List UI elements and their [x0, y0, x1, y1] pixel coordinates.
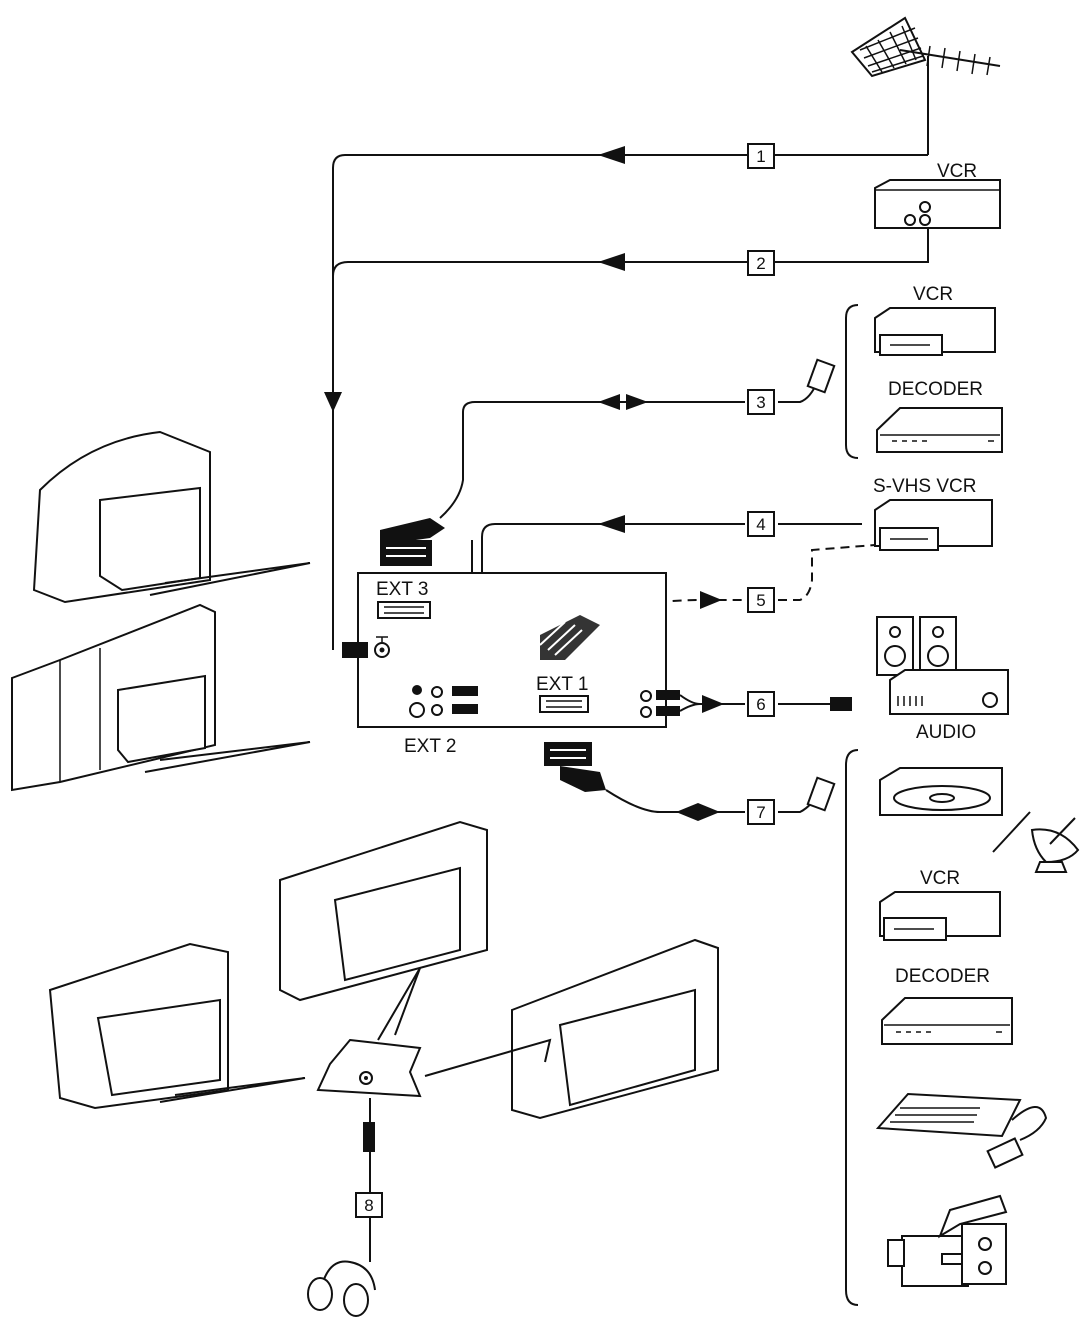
- vcr-ext1-label: VCR: [920, 868, 960, 889]
- vcr-antenna-label: VCR: [937, 161, 977, 182]
- scart-plug-icon: [380, 518, 445, 566]
- vcr-ext3-device: [874, 307, 996, 356]
- headphone-socket-panel: [316, 1038, 422, 1098]
- connection-number-8: 8: [355, 1192, 383, 1218]
- connection-number-6: 6: [747, 691, 775, 717]
- svg-text:2: 2: [756, 254, 765, 273]
- svhs-vcr-label: S-VHS VCR: [873, 476, 976, 497]
- cable-2: [332, 215, 929, 277]
- cable-1: [332, 146, 928, 650]
- svg-text:7: 7: [756, 803, 765, 822]
- decoder-ext1-label: DECODER: [895, 966, 990, 987]
- decoder-ext3-label: DECODER: [888, 379, 983, 400]
- headphones-icon: [307, 1260, 376, 1317]
- tv-icon: [11, 603, 311, 792]
- computer-keyboard-icon: [875, 1092, 1048, 1169]
- cable-8: [363, 1098, 375, 1262]
- speaker-icon: [876, 616, 957, 676]
- tv-icon: [32, 430, 311, 604]
- vcr-antenna-device: [874, 179, 1001, 229]
- svg-text:5: 5: [756, 591, 765, 610]
- cable-6: [679, 694, 852, 713]
- cable-7: [544, 742, 836, 821]
- connection-number-2: 2: [747, 250, 775, 276]
- cable-3: [439, 358, 836, 519]
- svg-text:3: 3: [756, 393, 765, 412]
- svg-text:1: 1: [756, 147, 765, 166]
- ext2-label: EXT 2: [404, 736, 456, 757]
- tv-icon: [424, 938, 719, 1120]
- laserdisc-icon: [879, 767, 1003, 816]
- amplifier-icon: [889, 669, 1009, 715]
- audio-label: AUDIO: [916, 722, 976, 743]
- connection-number-1: 1: [747, 143, 775, 169]
- slash-divider: [992, 811, 1031, 853]
- svg-text:8: 8: [364, 1196, 373, 1215]
- satellite-dish-icon: [1030, 817, 1080, 873]
- svg-text:4: 4: [756, 515, 765, 534]
- ext3-label: EXT 3: [376, 579, 428, 600]
- connection-number-7: 7: [747, 799, 775, 825]
- vcr-ext3-label: VCR: [913, 284, 953, 305]
- decoder-ext3-device: [876, 407, 1003, 453]
- connection-number-3: 3: [747, 389, 775, 415]
- connection-number-5: 5: [747, 587, 775, 613]
- tv-icon: [48, 942, 306, 1110]
- ext1-label: EXT 1: [536, 674, 588, 695]
- arrow-down: [324, 392, 342, 412]
- svg-text:6: 6: [756, 695, 765, 714]
- antenna-icon: [850, 16, 1001, 155]
- svhs-vcr-device: [874, 499, 993, 551]
- camcorder-icon: [887, 1194, 1008, 1287]
- bracket-ext3: [845, 304, 859, 459]
- connection-number-4: 4: [747, 511, 775, 537]
- decoder-ext1-device: [881, 997, 1013, 1045]
- vcr-ext1-device: [879, 891, 1001, 941]
- tv-panel: [342, 572, 680, 728]
- bracket-ext1: [845, 749, 859, 1306]
- tv-icon: [279, 820, 488, 1041]
